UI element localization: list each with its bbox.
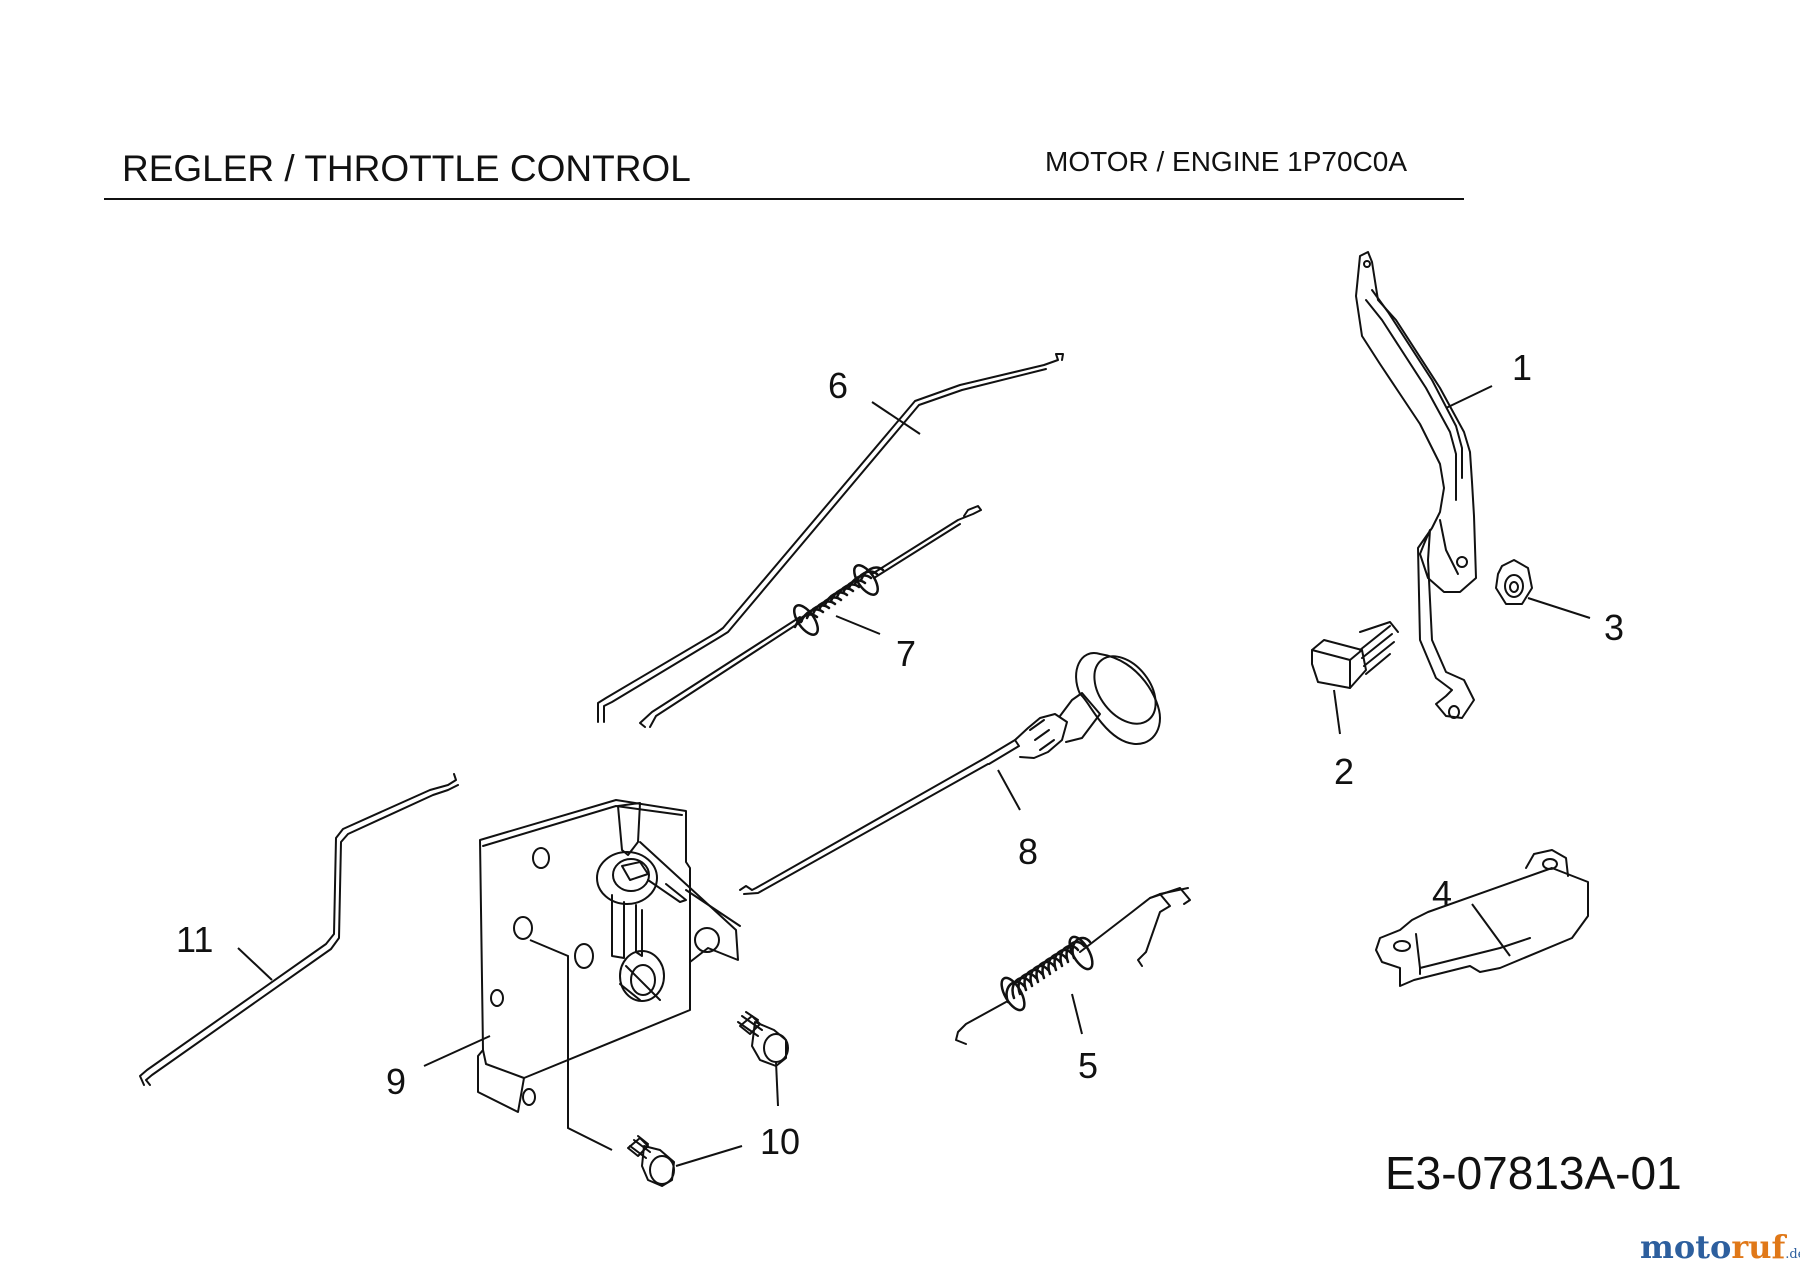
- part-9-bracket: [477, 799, 741, 1113]
- callout-3: 3: [1604, 607, 1624, 648]
- part-7-spring: [639, 505, 982, 728]
- part-3-nut: [1495, 559, 1533, 605]
- leader-lines: [237, 385, 1591, 1167]
- part-5-spring: [955, 887, 1191, 1045]
- callout-5: 5: [1078, 1045, 1098, 1086]
- title-rule: [104, 198, 1464, 200]
- part-8-cable-knob: [739, 652, 1161, 895]
- engine-label: MOTOR / ENGINE 1P70C0A: [1045, 146, 1408, 177]
- diagram-code: E3-07813A-01: [1385, 1147, 1682, 1199]
- part-4-cover: [1375, 849, 1589, 987]
- part-1-lever: [1355, 251, 1477, 719]
- part-6-governor-rod: [597, 353, 1064, 723]
- callout-8: 8: [1018, 831, 1038, 872]
- callout-10: 10: [760, 1121, 800, 1162]
- watermark-logo: motoruf.de: [1640, 1228, 1800, 1266]
- part-11-rod: [139, 773, 459, 1086]
- part-10-bolts: [627, 1011, 789, 1187]
- part-2-screw: [1311, 621, 1399, 689]
- callout-11: 11: [176, 919, 213, 960]
- callout-9: 9: [386, 1061, 406, 1102]
- callout-7: 7: [896, 633, 916, 674]
- callout-2: 2: [1334, 751, 1354, 792]
- callout-4: 4: [1432, 873, 1452, 914]
- callout-6: 6: [828, 365, 848, 406]
- page-title: REGLER / THROTTLE CONTROL: [122, 148, 691, 189]
- callout-1: 1: [1512, 347, 1532, 388]
